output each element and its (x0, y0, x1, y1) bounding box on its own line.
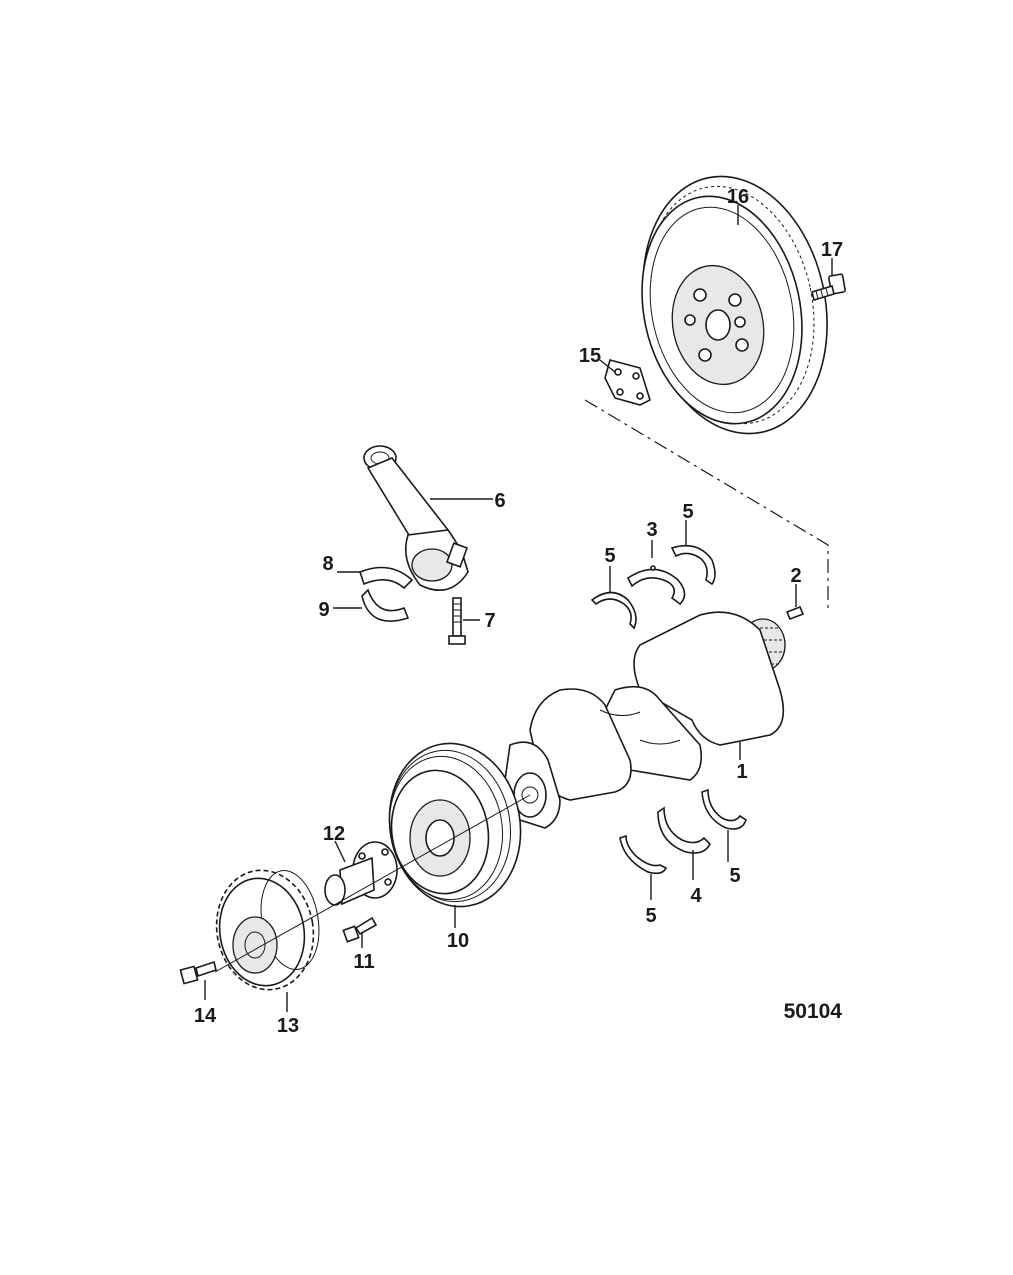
rod-bearing-lower (361, 588, 410, 622)
thrust-washer-upper-right (670, 544, 716, 586)
callout-14: 14 (194, 1005, 217, 1027)
callout-5-upper-left: 5 (604, 545, 615, 567)
leader-lines (204, 205, 833, 1012)
callout-5-lower-right: 5 (729, 865, 740, 887)
crankshaft-sleeve (324, 841, 398, 906)
callout-10: 10 (447, 930, 469, 952)
callout-17: 17 (821, 239, 843, 261)
crankshaft (504, 611, 786, 829)
callout-12: 12 (323, 823, 345, 845)
callout-5-upper-right: 5 (682, 501, 693, 523)
callout-9: 9 (318, 599, 329, 621)
flywheel-bolt (811, 273, 846, 302)
callout-labels: 1 2 3 4 5 5 5 5 6 7 8 9 10 11 12 13 14 1… (194, 186, 843, 1037)
callout-4: 4 (690, 885, 702, 907)
callout-15: 15 (579, 345, 601, 367)
thrust-washer-upper-left (590, 591, 637, 630)
callout-8: 8 (322, 553, 333, 575)
callout-2: 2 (790, 565, 801, 587)
rod-bearing-upper (359, 566, 414, 590)
callout-6: 6 (494, 490, 505, 512)
callout-1: 1 (736, 761, 747, 783)
callout-5-lower-left: 5 (645, 905, 656, 927)
main-bearing-upper (626, 565, 686, 606)
crankshaft-key (785, 605, 805, 621)
callout-16: 16 (727, 186, 749, 208)
connecting-rod (363, 445, 469, 592)
callout-7: 7 (484, 610, 495, 632)
callout-13: 13 (277, 1015, 299, 1037)
thrust-washer-lower-left (619, 834, 668, 875)
main-bearing-lower (657, 806, 711, 854)
damper-bolt (342, 916, 378, 943)
thrust-washer-lower-right (701, 788, 747, 830)
callout-3: 3 (646, 519, 657, 541)
figure-number: 50104 (784, 1000, 843, 1023)
crankshaft-sprocket (215, 869, 320, 991)
sprocket-bolt (179, 960, 217, 985)
flywheel (641, 175, 828, 435)
rod-bolt (448, 597, 466, 645)
callout-11: 11 (353, 951, 374, 973)
vibration-damper-pulley (388, 742, 522, 908)
flywheel-spacer-plate (604, 359, 651, 406)
